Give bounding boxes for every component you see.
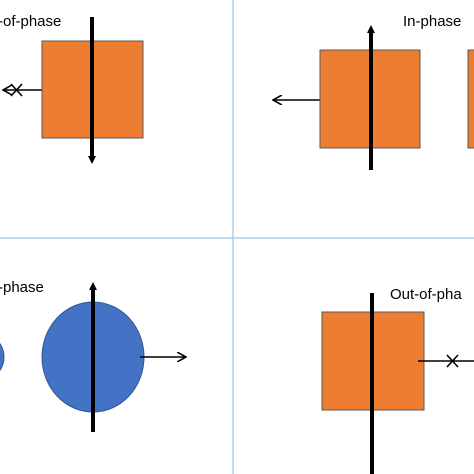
- bottom-right-block-mark: [446, 354, 459, 368]
- bottom-right-label: Out-of-pha: [390, 286, 462, 303]
- quadrant-bottom-left: -phase: [0, 279, 185, 432]
- top-right-label: In-phase: [403, 13, 461, 30]
- bottom-left-label: -phase: [0, 279, 44, 296]
- top-left-block-mark: [10, 83, 23, 97]
- quadrant-top-left: -of-phase: [0, 13, 144, 164]
- top-left-label: -of-phase: [0, 13, 61, 30]
- quadrant-bottom-right: Out-of-pha: [321, 286, 474, 474]
- bottom-left-partial-circle: [0, 342, 5, 372]
- quadrant-top-right: In-phase: [274, 13, 474, 170]
- top-right-partial-square: [467, 49, 474, 149]
